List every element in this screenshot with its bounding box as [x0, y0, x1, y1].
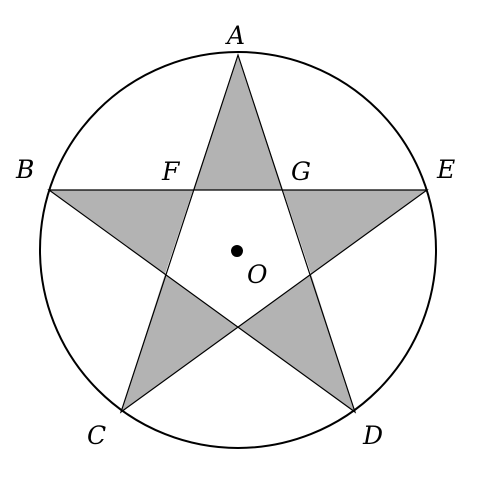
- label-b: B: [15, 155, 34, 184]
- label-e: E: [436, 155, 455, 184]
- label-f: F: [161, 157, 181, 186]
- label-a: A: [225, 21, 245, 50]
- shaded-triangle-bottom-left: [121, 274, 238, 412]
- center-point: [231, 245, 243, 257]
- circumcircle: [39, 51, 437, 449]
- star-outline: [47, 53, 429, 414]
- shaded-triangle-top: [193, 55, 283, 190]
- label-d: D: [362, 421, 383, 450]
- label-c: C: [87, 421, 106, 450]
- label-o: O: [247, 260, 268, 289]
- label-g: G: [291, 157, 311, 186]
- shaded-triangle-right: [283, 190, 427, 274]
- shaded-triangle-left: [49, 190, 193, 274]
- shaded-triangle-bottom-right: [238, 274, 355, 412]
